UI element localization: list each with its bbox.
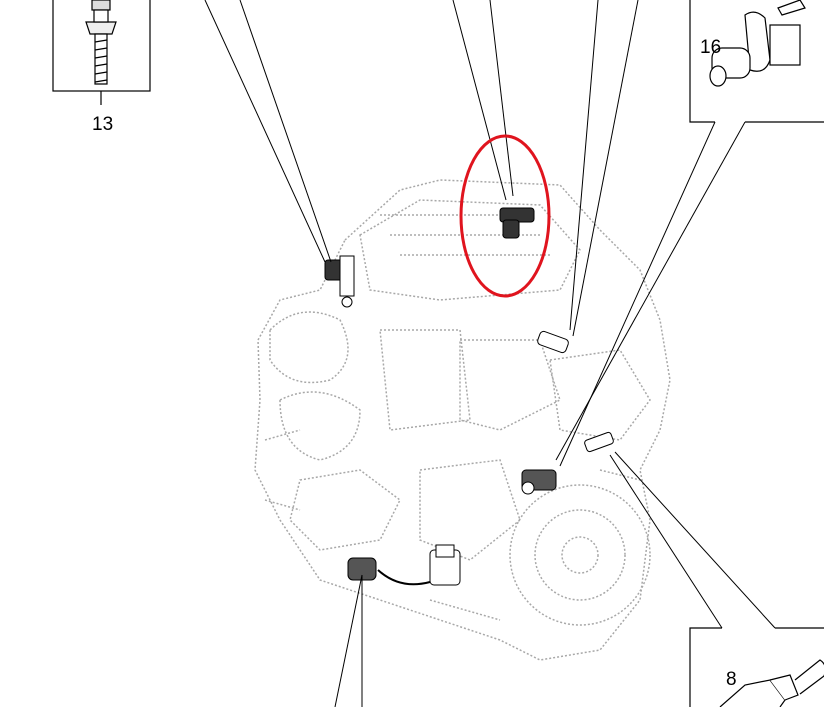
leader-lines (204, 0, 776, 707)
engine-drawing (254, 179, 671, 661)
sensor-right-small (584, 431, 614, 453)
callout-label-13: 13 (92, 114, 114, 135)
sender-8-drawing (719, 659, 824, 707)
sensor-left (324, 255, 355, 308)
sensor-right-upper (537, 330, 569, 354)
callout-label-8: 8 (726, 669, 737, 690)
sensor-right-middle (521, 469, 557, 495)
callout-box-16 (689, 0, 824, 123)
highlight-ellipse (459, 134, 551, 298)
callout-label-16: 16 (700, 37, 722, 58)
sensor-bottom (347, 544, 461, 586)
stud-drawing (85, 0, 117, 85)
sensor-parts (324, 207, 614, 586)
callout-box-8 (689, 627, 824, 707)
sensor-16-drawing (709, 0, 806, 87)
callout-box-13 (52, 0, 151, 105)
sensor-highlighted (499, 207, 535, 239)
